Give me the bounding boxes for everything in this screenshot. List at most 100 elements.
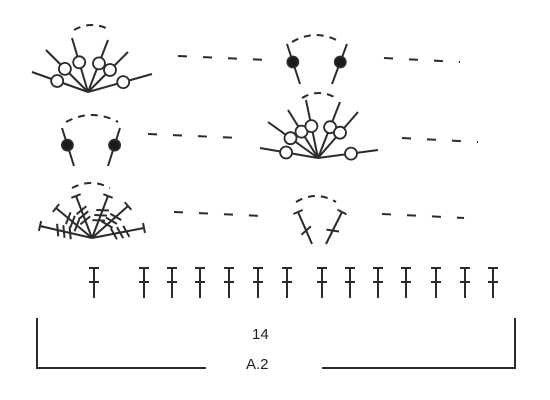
- chain-arc: [71, 182, 111, 189]
- filled-dot-stitch-icon: [61, 127, 75, 167]
- open-ring: [103, 63, 117, 77]
- stitch-stem: [91, 205, 129, 239]
- treble-crochet-icon: [37, 220, 93, 240]
- filled-dot: [108, 138, 121, 152]
- stitch-cap: [123, 201, 133, 211]
- stitch-bar: [101, 220, 114, 229]
- filled-dot: [61, 138, 74, 152]
- filled-dot: [286, 55, 300, 69]
- chart-row-1: [89, 267, 498, 298]
- double-crochet-icon: [401, 267, 411, 298]
- stitch-cap: [142, 222, 146, 234]
- open-ring: [116, 75, 131, 89]
- chain-space: [177, 55, 269, 61]
- double-crochet-icon: [460, 267, 470, 298]
- stitch-bar: [65, 211, 72, 225]
- picot-stitch-icon: [317, 146, 379, 161]
- double-crochet-icon: [373, 267, 383, 298]
- chart-row-4: [31, 24, 461, 93]
- picot-stitch-icon: [287, 109, 319, 159]
- stitch-bar: [109, 212, 122, 221]
- stitch-stem: [325, 211, 343, 245]
- filled-dot-stitch-icon: [107, 127, 121, 167]
- stitch-bar: [109, 227, 118, 240]
- stitch-stem: [39, 225, 93, 239]
- open-ring: [344, 146, 358, 161]
- open-ring: [279, 145, 294, 160]
- stitch-bar: [116, 226, 125, 239]
- chain-space: [173, 211, 263, 217]
- double-crochet-icon: [253, 267, 263, 298]
- double-crochet-icon: [345, 267, 355, 298]
- picot-stitch-icon: [87, 39, 109, 93]
- stitch-cap: [337, 208, 347, 216]
- stitch-cap: [293, 209, 303, 215]
- chain-arc: [295, 195, 337, 203]
- chart-name-label: A.2: [246, 356, 269, 373]
- open-ring: [58, 62, 72, 76]
- stitch-bar: [122, 225, 131, 238]
- chain-space: [147, 133, 241, 139]
- double-crochet-icon: [89, 267, 99, 298]
- double-crochet-icon: [325, 208, 347, 245]
- chain-arc: [73, 24, 111, 31]
- open-ring: [72, 55, 87, 70]
- bracket-right: [322, 318, 516, 369]
- treble-crochet-icon: [91, 193, 114, 239]
- picot-stitch-icon: [87, 51, 129, 93]
- stitch-stem: [91, 195, 109, 239]
- double-crochet-icon: [195, 267, 205, 298]
- picot-stitch-icon: [87, 73, 153, 93]
- picot-stitch-icon: [259, 145, 319, 160]
- picot-stitch-icon: [45, 49, 89, 93]
- repeat-bracket: [36, 318, 516, 369]
- open-ring: [50, 74, 65, 88]
- picot-stitch-icon: [31, 71, 89, 93]
- double-crochet-icon: [317, 267, 327, 298]
- stitch-stem: [297, 211, 313, 245]
- double-crochet-icon: [282, 267, 292, 298]
- stitch-bar: [105, 216, 118, 225]
- open-ring: [333, 125, 347, 140]
- stitch-bar: [326, 228, 340, 233]
- double-crochet-icon: [488, 267, 498, 298]
- stitch-bar: [69, 215, 76, 229]
- stitch-bar: [77, 210, 89, 221]
- bracket-left: [36, 318, 206, 369]
- filled-dot-stitch-icon: [286, 43, 301, 85]
- filled-dot: [333, 55, 347, 69]
- stitch-cap: [70, 193, 82, 199]
- stitch-count-label: 14: [252, 326, 269, 343]
- chart-row-3: [61, 92, 479, 167]
- double-crochet-icon: [293, 209, 313, 245]
- stitch-cap: [52, 203, 60, 213]
- treble-crochet-icon: [91, 201, 133, 239]
- chain-space: [401, 137, 479, 143]
- stitch-cap: [102, 193, 114, 199]
- chain-space: [381, 213, 465, 219]
- stitch-bar: [56, 223, 60, 237]
- picot-stitch-icon: [317, 101, 341, 159]
- stitch-stem: [75, 195, 93, 239]
- chain-arc: [301, 92, 337, 99]
- chain-arc: [291, 34, 341, 43]
- chain-arc: [65, 114, 119, 123]
- open-ring: [92, 56, 106, 71]
- stitch-stem: [55, 207, 93, 239]
- treble-crochet-icon: [52, 203, 93, 239]
- stitch-bar: [73, 219, 81, 232]
- stitch-bar: [96, 209, 109, 212]
- chain-space: [383, 57, 461, 63]
- double-crochet-icon: [139, 267, 149, 298]
- picot-stitch-icon: [267, 121, 319, 159]
- picot-stitch-icon: [317, 111, 359, 159]
- stitch-bar: [68, 226, 72, 240]
- open-ring: [283, 131, 298, 146]
- double-crochet-icon: [167, 267, 177, 298]
- picot-stitch-icon: [71, 37, 89, 93]
- stitch-bar: [75, 205, 87, 216]
- stitch-stem: [91, 227, 145, 239]
- double-crochet-icon: [431, 267, 441, 298]
- stitch-bar: [94, 214, 108, 217]
- filled-dot-stitch-icon: [331, 43, 348, 85]
